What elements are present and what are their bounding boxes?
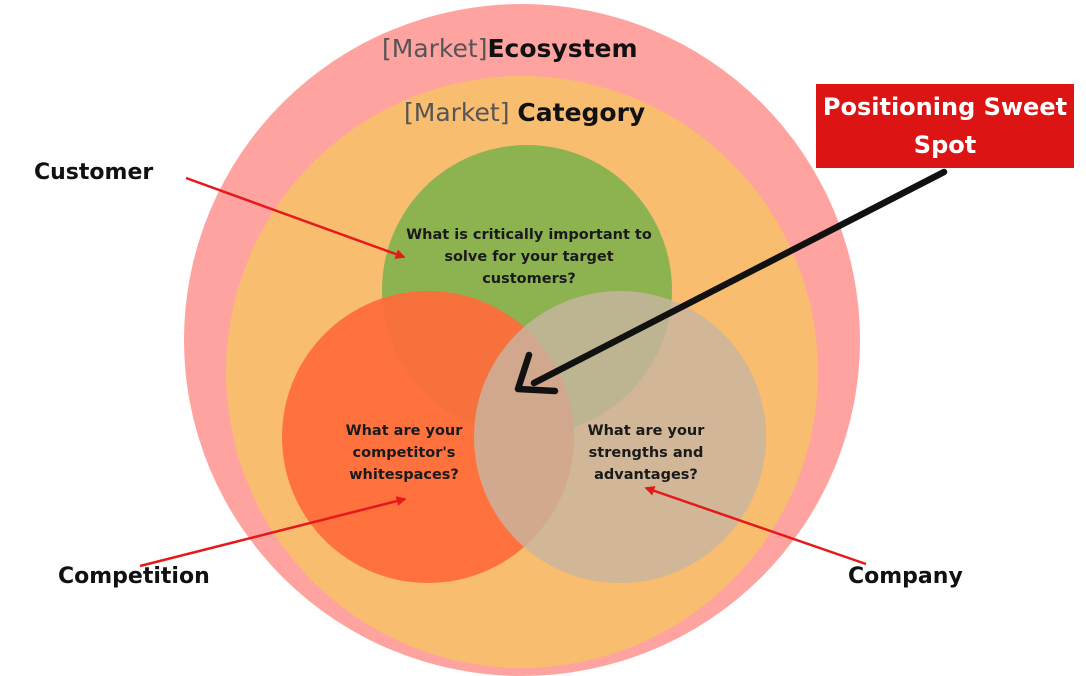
competition-arrow [139, 496, 407, 568]
sweet-spot-callout-line-1: Positioning Sweet [822, 93, 1068, 121]
category-title: [Market] Category [404, 98, 645, 127]
ecosystem-title: [Market]Ecosystem [382, 34, 638, 63]
customer-question: What is critically important to solve fo… [392, 224, 666, 290]
customer-label: Customer [34, 160, 154, 185]
company-arrow [644, 485, 867, 566]
customer-question-line-1: What is critically important to [406, 227, 652, 243]
customer-arrow [185, 176, 406, 259]
competition-question: What are your competitor's whitespaces? [324, 420, 484, 486]
ecosystem-title-bracket: [Market] [382, 34, 488, 63]
competition-question-line-2: competitor's [352, 445, 456, 461]
competition-label: Competition [58, 564, 210, 589]
category-title-bold: Category [517, 98, 646, 127]
company-question-line-2: strengths and [588, 445, 704, 461]
competition-question-line-3: whitespaces? [349, 467, 459, 483]
sweet-spot-arrow [514, 168, 948, 395]
company-question-line-1: What are your [587, 423, 705, 439]
ecosystem-title-bold: Ecosystem [487, 34, 638, 63]
company-circle [474, 291, 766, 583]
sweet-spot-callout-line-2: Spot [913, 131, 977, 159]
category-title-bracket: [Market] [404, 98, 510, 127]
customer-question-line-3: customers? [482, 271, 576, 287]
company-label: Company [848, 564, 963, 589]
competition-question-line-1: What are your [345, 423, 463, 439]
customer-question-line-2: solve for your target [444, 249, 614, 265]
sweet-spot-callout: Positioning Sweet Spot [816, 84, 1074, 168]
company-question-line-3: advantages? [594, 467, 698, 483]
company-question: What are your strengths and advantages? [566, 420, 726, 486]
